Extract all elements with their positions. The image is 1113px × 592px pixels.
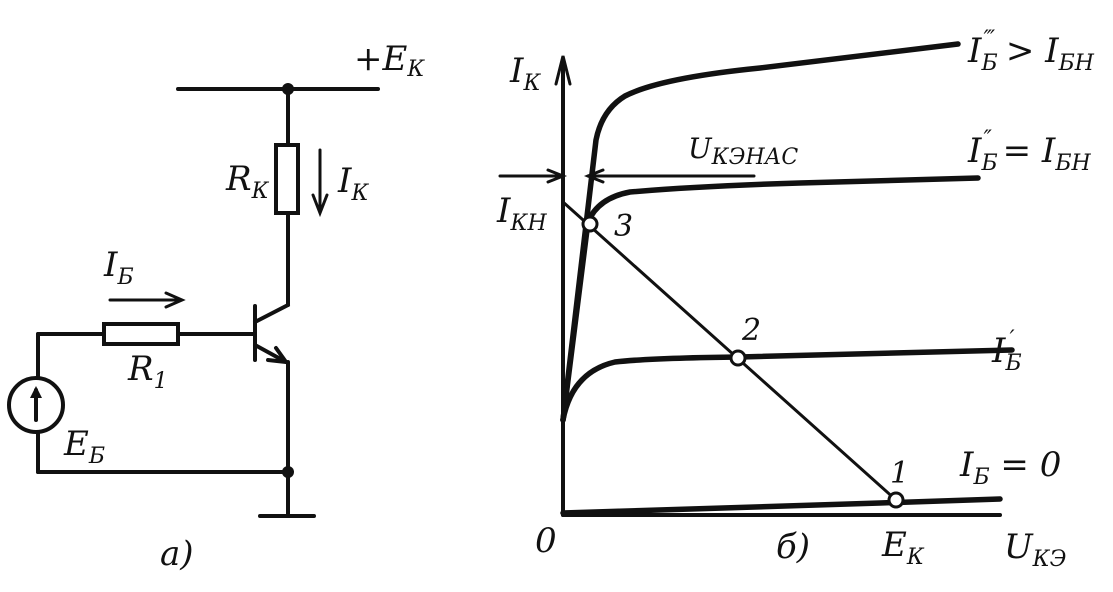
curve-label-ib-1: IБ′ <box>991 327 1022 376</box>
graph-caption: б) <box>776 527 810 567</box>
ik-arrow <box>311 148 329 218</box>
ikn-label: IКН <box>496 191 547 236</box>
ik-label: IК <box>337 161 369 206</box>
supply-label: +EК <box>354 39 425 82</box>
rk-resistor <box>274 143 300 215</box>
ukenas-label: UКЭНАС <box>688 132 798 170</box>
curve-ib-0 <box>560 496 1003 516</box>
eb-label: EБ <box>63 424 105 469</box>
eb-source-arrow <box>30 386 42 422</box>
point-2-marker <box>729 349 747 367</box>
point-3-marker <box>581 215 599 233</box>
y-axis-arrow <box>554 55 572 86</box>
curve-ib-2 <box>560 175 981 423</box>
r1-resistor <box>102 322 180 346</box>
circuit-diagram: +EК RК IК IБ R1 EБ а) <box>7 39 425 574</box>
point-1-label: 1 <box>890 456 909 491</box>
ukenas-dimension <box>498 168 756 184</box>
point-3-label: 3 <box>614 209 633 244</box>
ib-arrow <box>108 291 186 309</box>
x-axis-label: UКЭ <box>1004 527 1067 572</box>
transistor-symbol <box>253 303 290 364</box>
curve-label-ib-3: IБ‴ > IБН <box>967 27 1095 76</box>
origin-label: 0 <box>535 521 557 561</box>
ek-label: EК <box>881 525 925 570</box>
ib-label: IБ <box>103 245 134 290</box>
curve-label-ib-0: IБ = 0 <box>959 445 1061 490</box>
circuit-caption: а) <box>160 534 194 574</box>
rk-label: RК <box>225 159 270 204</box>
point-2-label: 2 <box>741 313 761 348</box>
load-line <box>561 200 898 502</box>
curve-label-ib-2: IБ″ = IБН <box>967 127 1092 176</box>
y-axis-label: IК <box>509 51 541 96</box>
curve-ib-3 <box>560 41 961 423</box>
point-1-marker <box>887 491 905 509</box>
output-characteristics: 3 2 1 IК UКЭ 0 EК IКН UКЭНАС б) IБ‴ > IБ… <box>496 27 1095 572</box>
r1-label: R1 <box>127 349 168 394</box>
curve-ib-1 <box>560 347 1015 423</box>
